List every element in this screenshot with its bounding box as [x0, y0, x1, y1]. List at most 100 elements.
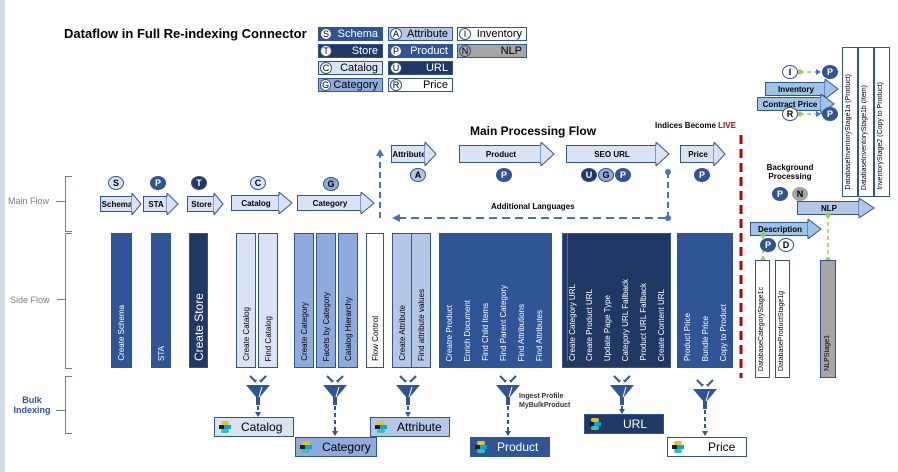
left-edge-bar — [0, 0, 5, 472]
index-url[interactable]: URL — [584, 414, 664, 434]
arrow-label: Category — [297, 195, 362, 211]
ingest-profile-name: MyBulkProduct — [519, 402, 571, 409]
col-label: DatabaseInventoryStage1b (Item) — [861, 84, 868, 190]
elastic-logo-icon — [475, 441, 487, 453]
arrowhead-icon — [540, 142, 555, 166]
col-label: Create Schema — [117, 305, 126, 361]
col-label: Find Parent Category — [499, 284, 508, 361]
legend-badge-icon: C — [320, 62, 332, 74]
index-label: Category — [322, 440, 371, 454]
legend-label: Catalog — [340, 62, 378, 74]
side-col-create-schema[interactable]: Create Schema — [111, 233, 132, 368]
legend-label: Product — [410, 45, 448, 57]
legend-badge-icon: A — [390, 28, 402, 40]
index-catalog[interactable]: Catalog — [214, 417, 294, 437]
brace-tick — [56, 410, 65, 411]
arrow-label: Catalog — [231, 195, 280, 211]
col-label: Create Catalog — [242, 307, 251, 361]
arrowhead-icon — [655, 142, 670, 166]
category-badge-icon: G — [323, 177, 339, 191]
col-label: Find Attributes — [535, 309, 544, 361]
category-badge-icon: G — [598, 168, 614, 182]
side-col-url-group[interactable]: Create Category URL Create Product URL U… — [562, 233, 671, 368]
side-col-sta[interactable]: STA — [151, 233, 171, 368]
arrow-label: Price — [680, 145, 715, 163]
nlp-stage-1[interactable]: NLPStage1 — [820, 260, 836, 378]
arrow-label: Description — [750, 222, 809, 236]
arrow-nlp: NLP — [797, 198, 875, 218]
col-label: Category URL Fallback — [621, 278, 630, 361]
arrowhead-icon — [807, 219, 822, 239]
loop-end-dot — [665, 215, 671, 221]
legend-badge-icon: I — [459, 28, 471, 40]
index-product[interactable]: Product — [470, 437, 550, 457]
side-col-flow-control[interactable]: Flow Control — [366, 233, 384, 368]
arrow-price: Price — [680, 142, 726, 166]
legend-label: Store — [351, 45, 378, 57]
side-col-facets-by-category[interactable]: Facets by Category — [316, 233, 336, 368]
indices-become-live: Indices Become LIVE — [655, 121, 736, 130]
background-processing-label: Background Processing — [766, 163, 814, 181]
elastic-logo-icon — [300, 441, 312, 453]
category-stage-1c[interactable]: DatabaseCategoryStage1c — [755, 260, 770, 378]
side-col-price-group[interactable]: Product Price Bundle Price Copy to Produ… — [677, 233, 733, 368]
side-flow-brace — [65, 233, 72, 369]
side-col-create-category[interactable]: Create Category — [294, 233, 314, 368]
live-text: LIVE — [718, 121, 736, 130]
side-col-find-catalog[interactable]: Find Catalog — [258, 233, 278, 368]
inventory-stage-2[interactable]: InventoryStage2 (Copy to Product) — [874, 47, 890, 197]
index-label: Attribute — [397, 420, 442, 434]
inventory-stage-1a[interactable]: DatabaseInventoryStage1a (Product) — [842, 47, 858, 197]
arrow-label: Attribute — [391, 145, 426, 163]
legend-badge-icon: R — [390, 79, 402, 91]
index-attribute[interactable]: Attribute — [370, 417, 450, 437]
side-col-catalog-hierarchy[interactable]: Catalog Hierarchy — [338, 233, 358, 368]
index-label: Product — [497, 440, 539, 454]
arrowhead-icon — [713, 142, 726, 166]
col-label: Creatre Product — [445, 304, 454, 361]
index-price[interactable]: Price — [667, 437, 747, 457]
legend-badge-icon: T — [320, 45, 332, 57]
additional-languages-label: Additional Languages — [491, 202, 575, 211]
side-col-find-attribute-values[interactable]: Find attribute values — [411, 233, 431, 368]
index-category[interactable]: Category — [295, 437, 377, 457]
ingest-profile-label: Ingest Profile — [519, 393, 564, 400]
arrowhead-icon — [131, 193, 142, 215]
col-label: Create Product URL — [585, 288, 594, 361]
col-label: DatabaseProductStage1g — [778, 290, 785, 371]
arrow-seo-url: SEO URL — [566, 142, 670, 166]
col-label: STA — [157, 346, 166, 361]
schema-badge-icon: S — [108, 176, 124, 190]
legend-catalog: C Catalog — [318, 61, 383, 75]
col-label: Find attribute values — [417, 288, 426, 361]
col-label: DatabaseCategoryStage1c — [758, 286, 765, 371]
side-col-create-store[interactable]: Create Store — [189, 233, 208, 368]
col-label: NLPStage1 — [824, 335, 831, 371]
arrow-product: Product — [459, 142, 555, 166]
col-label: Copy to Product — [719, 303, 728, 361]
side-col-create-catalog[interactable]: Create Catalog — [236, 233, 256, 368]
legend-label: URL — [425, 62, 448, 74]
nlp-badge-icon: N — [792, 187, 808, 201]
col-label: Find Child Items — [481, 303, 490, 361]
product-badge-icon: P — [772, 187, 788, 201]
side-col-product-group[interactable]: Creatre Product Enrich Document Find Chi… — [439, 233, 552, 368]
legend-label: Schema — [337, 28, 378, 40]
index-label: Price — [708, 440, 736, 454]
side-col-create-attribute[interactable]: Create Attribute — [392, 233, 412, 368]
legend-badge-icon: N — [459, 45, 471, 57]
arrow-attribute: Attribute — [391, 142, 437, 166]
col-label: InventoryStage2 (Copy to Product) — [877, 82, 884, 190]
inventory-stage-1b[interactable]: DatabaseInventoryStage1b (Item) — [858, 47, 874, 197]
product-stage-1g[interactable]: DatabaseProductStage1g — [775, 260, 790, 378]
funnel-catalog-icon — [246, 375, 270, 417]
legend-label: Attribute — [407, 28, 448, 40]
bulk-indexing-brace — [65, 376, 72, 434]
col-label: Find Catalog — [264, 315, 273, 361]
col-label: Catalog Hierarchy — [344, 296, 353, 361]
